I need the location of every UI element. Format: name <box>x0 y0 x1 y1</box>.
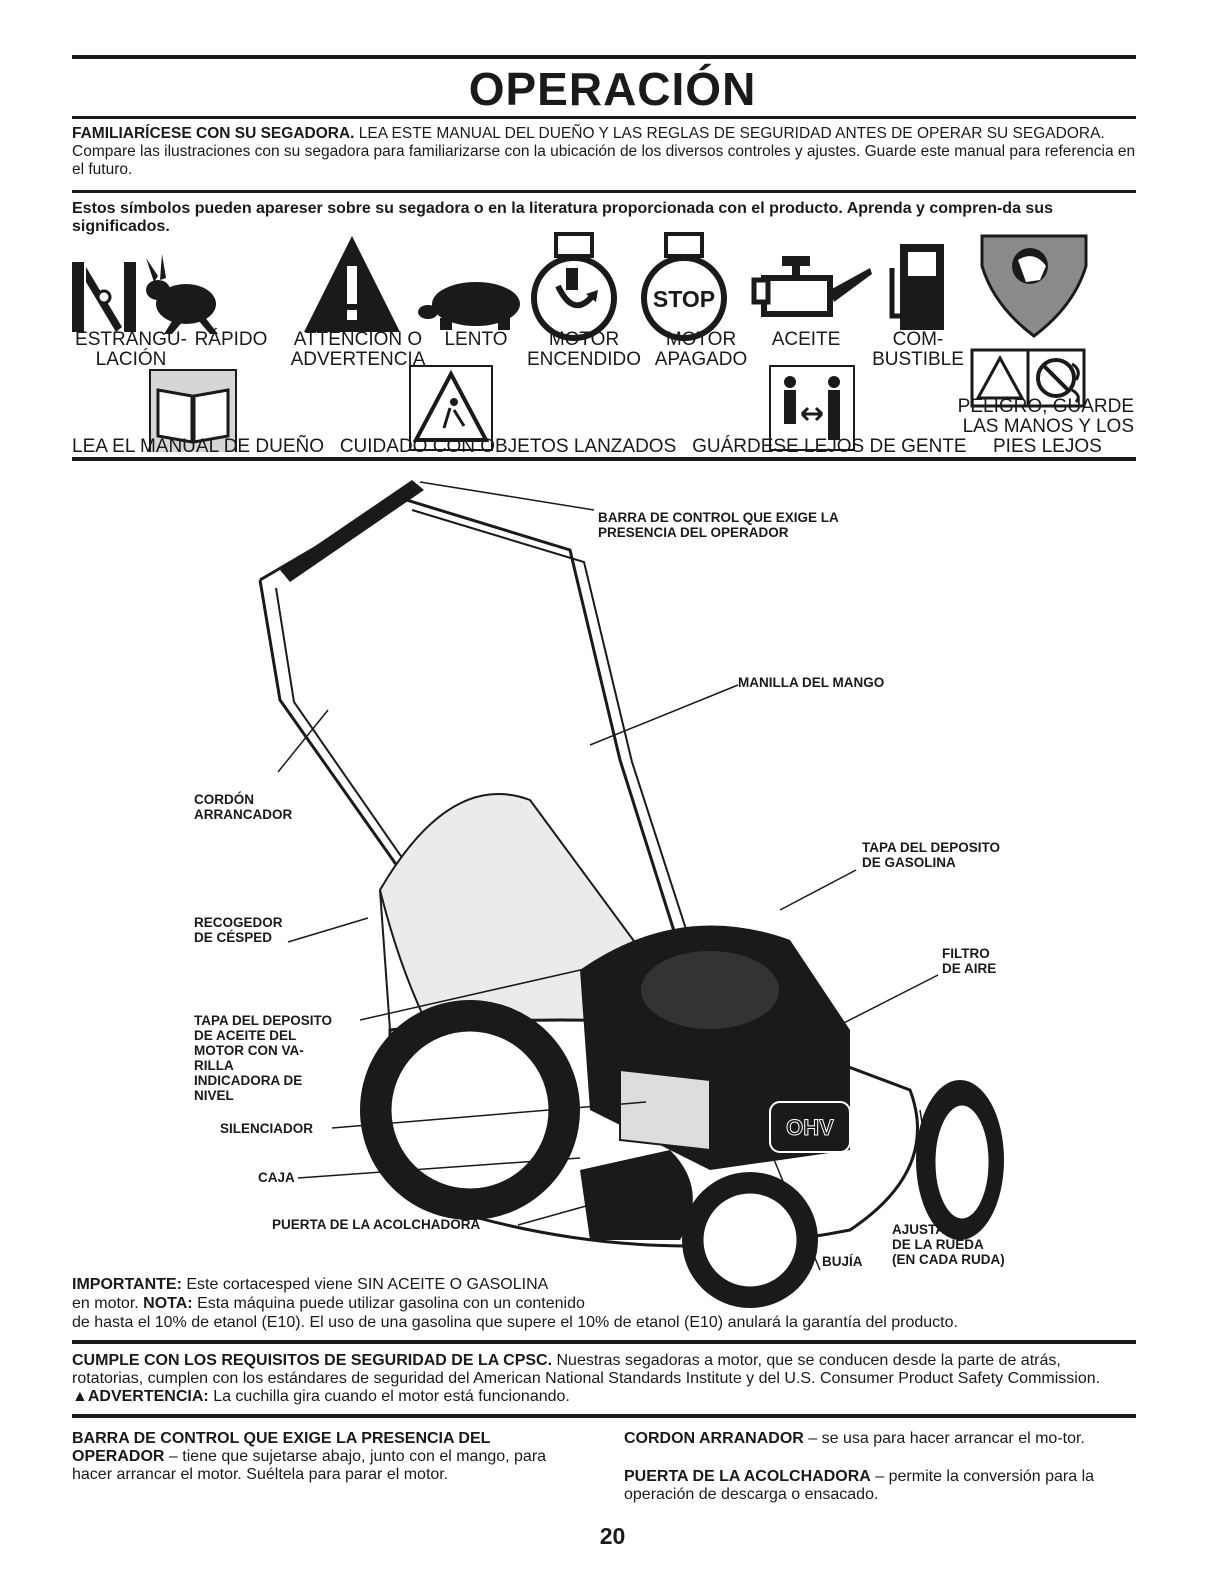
intro-rule <box>72 190 1136 193</box>
engine-on-icon <box>531 232 617 341</box>
label-fast: RÁPIDO <box>194 329 268 350</box>
label-slow: LENTO <box>444 329 508 350</box>
symbols-heading: Estos símbolos pueden apareser sobre su … <box>72 200 1053 235</box>
callout-muffler: SILENCIADOR <box>220 1121 314 1136</box>
important-note: IMPORTANTE: Este cortacesped viene SIN A… <box>72 1276 958 1331</box>
cpsc-rule <box>72 1414 1136 1418</box>
label-bottom-row: LEA EL MANUAL DE DUEÑO CUIDADO CON OBJET… <box>72 436 1102 457</box>
keep-people-away-icon <box>769 365 855 451</box>
front-wheel-right <box>916 1080 1004 1240</box>
label-choke: ESTRANGU-LACIÓN <box>75 329 187 370</box>
ohv-badge: OHV <box>786 1115 834 1140</box>
choke-icon <box>72 262 136 332</box>
page-title: OPERACIÓN <box>468 63 757 115</box>
control-bar-grip <box>280 480 424 582</box>
top-rule <box>72 55 1136 59</box>
engine-off-icon: STOP <box>641 232 727 341</box>
callout-mulch-door: PUERTA DE LA ACOLCHADORA <box>272 1217 481 1232</box>
fuel-pump-icon <box>889 244 944 330</box>
intro-lead: FAMILIARÍCESE CON SU SEGADORA. <box>72 125 355 142</box>
stop-text: STOP <box>653 286 715 312</box>
cpsc-paragraph: CUMPLE CON LOS REQUISITOS DE SEGURIDAD D… <box>72 1352 1101 1405</box>
intro-paragraph: FAMILIARÍCESE CON SU SEGADORA. LEA ESTE … <box>72 125 1136 179</box>
oil-can-icon <box>751 256 872 317</box>
warning-inline-icon: ▲ <box>72 1388 88 1405</box>
label-fuel: COM-BUSTIBLE <box>872 329 964 370</box>
warning-triangle-icon <box>304 236 400 332</box>
turtle-icon <box>418 282 520 330</box>
mower-illustration: OHV <box>258 480 1004 1308</box>
note-label: NOTA: <box>143 1295 193 1312</box>
page-number: 20 <box>599 1523 626 1549</box>
label-oil: ACEITE <box>771 329 841 350</box>
cpsc-lead: CUMPLE CON LOS REQUISITOS DE SEGURIDAD D… <box>72 1352 553 1369</box>
definition-starter-rope: CORDON ARRANADOR – se usa para hacer arr… <box>624 1430 1085 1447</box>
callout-spark-plug: BUJÍA <box>822 1254 863 1269</box>
hand-shield-icon <box>980 234 1088 338</box>
cpsc-warn-label: ADVERTENCIA: <box>87 1388 209 1405</box>
symbol-icons: STOP <box>72 232 1088 452</box>
callout-handle-knob: MANILLA DEL MANGO <box>738 675 885 690</box>
danger-feet-icon <box>970 348 1086 408</box>
front-wheel-left <box>682 1172 818 1308</box>
manual-book-icon <box>149 369 237 452</box>
definition-mulch-door: PUERTA DE LA ACOLCHADORA – permite la co… <box>624 1468 1095 1503</box>
thrown-objects-icon <box>409 365 493 451</box>
definition-control-bar: BARRA DE CONTROL QUE EXIGE LA PRESENCIA … <box>72 1430 547 1483</box>
callout-housing: CAJA <box>258 1170 295 1185</box>
intro-text: LEA ESTE MANUAL DEL DUEÑO Y LAS REGLAS D… <box>72 125 1136 178</box>
important-label: IMPORTANTE: <box>72 1276 182 1293</box>
important-rule <box>72 1340 1136 1344</box>
title-rule <box>72 116 1136 119</box>
symbols-rule <box>72 457 1136 461</box>
rabbit-icon <box>146 254 218 334</box>
rear-wheel-left <box>360 1000 580 1220</box>
